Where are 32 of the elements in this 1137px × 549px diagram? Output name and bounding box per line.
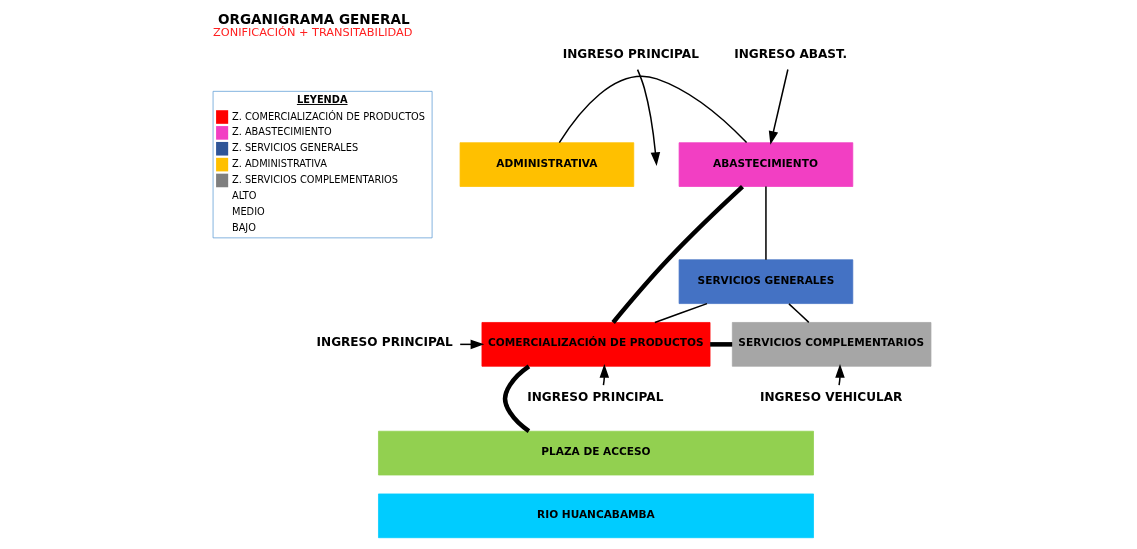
legend-label: MEDIO xyxy=(231,205,265,217)
label: LEYENDA xyxy=(296,93,348,105)
legend-label: Z. SERVICIOS COMPLEMENTARIOS xyxy=(231,174,398,186)
legend-label: BAJO xyxy=(231,221,256,233)
connector xyxy=(709,342,732,347)
node-box: ABASTECIMIENTO xyxy=(678,142,853,187)
connector xyxy=(787,303,810,324)
connector xyxy=(610,185,744,324)
node-text: INGRESO VEHICULAR xyxy=(759,389,902,404)
node-box: RIO HUANCABAMBA xyxy=(377,493,814,539)
node-box: SERVICIOS GENERALES xyxy=(678,259,853,304)
node-box: SERVICIOS COMPLEMENTARIOS xyxy=(731,322,931,367)
connector xyxy=(502,364,530,433)
node-box: ADMINISTRATIVA xyxy=(459,142,634,187)
caption: ZONIFICACIÓN + TRANSITABILIDAD xyxy=(212,25,413,40)
connector xyxy=(558,75,747,144)
legend-label: Z. COMERCIALIZACIÓN DE PRODUCTOS xyxy=(231,110,425,122)
legend-label: Z. ADMINISTRATIVA xyxy=(231,158,327,170)
node-box: PLAZA DE ACCESO xyxy=(377,430,814,476)
legend-label: Z. SERVICIOS GENERALES xyxy=(231,142,358,154)
legend-label: ALTO xyxy=(231,189,256,201)
node-text: INGRESO PRINCIPAL xyxy=(526,389,663,404)
node-text: INGRESO PRINCIPAL xyxy=(316,335,453,350)
node-text: INGRESO PRINCIPAL xyxy=(562,46,699,61)
connector xyxy=(764,185,767,261)
connector xyxy=(653,302,708,324)
arrow xyxy=(599,364,609,386)
node-box: COMERCIALIZACIÓN DE PRODUCTOS xyxy=(481,322,710,367)
node-text: INGRESO ABAST. xyxy=(733,46,847,61)
arrow xyxy=(636,68,660,166)
arrow xyxy=(768,68,789,145)
legend-label: Z. ABASTECIMIENTO xyxy=(231,126,332,138)
